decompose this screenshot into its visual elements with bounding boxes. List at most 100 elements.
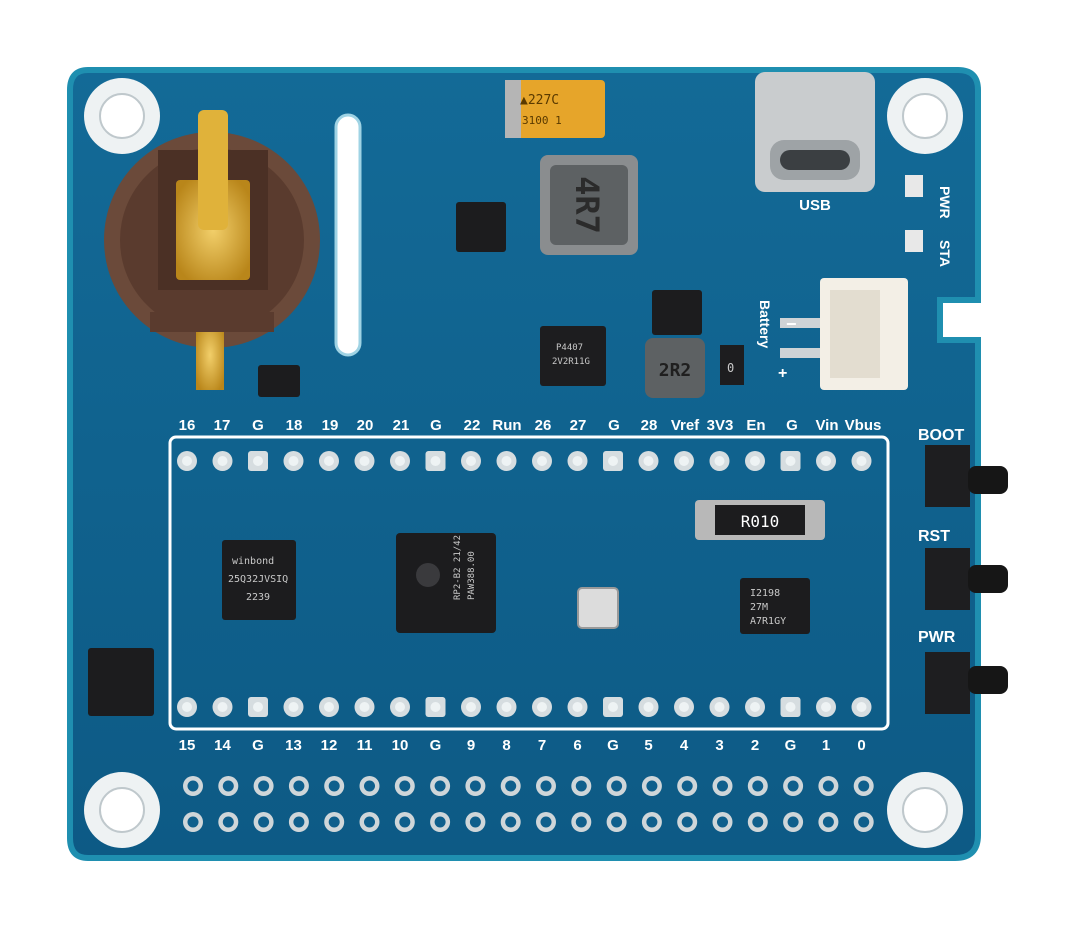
bottom-pad-6 — [390, 697, 410, 717]
mounting-hole-tl — [84, 78, 160, 154]
top-pad-1 — [212, 451, 233, 471]
top-pad-12 — [603, 451, 623, 471]
rp2040-chip: RP2-B2 21/42 PAW388.00 — [396, 533, 496, 633]
boot-button[interactable] — [925, 445, 1008, 507]
sta-led — [905, 230, 923, 252]
battery-minus-label: − — [786, 314, 797, 334]
bottom-pin-label-11: 6 — [573, 737, 581, 754]
top-pin-label-8: 22 — [464, 417, 481, 434]
small-ic-left — [258, 365, 300, 397]
bottom-pad-19 — [851, 697, 872, 717]
rst-button[interactable] — [925, 548, 1008, 610]
gpio-pad-0-17 — [783, 776, 804, 796]
top-pin-label-5: 20 — [357, 417, 374, 434]
top-pin-label-12: G — [608, 417, 620, 434]
soic-chip-left — [88, 648, 154, 716]
gpio-pad-0-19 — [853, 776, 874, 796]
gpio-pad-1-18 — [818, 812, 839, 832]
usb-c-connector[interactable] — [755, 72, 875, 192]
gpio-pad-0-18 — [818, 776, 839, 796]
top-pin-label-9: Run — [492, 417, 521, 434]
svg-text:winbond: winbond — [232, 556, 274, 567]
regulator-chip: P4407 2V2R11G — [540, 326, 606, 386]
svg-text:PAW388.00: PAW388.00 — [467, 551, 477, 600]
bottom-pin-label-4: 12 — [321, 737, 338, 754]
battery-resistor — [720, 345, 744, 385]
gpio-pad-1-13 — [641, 812, 662, 832]
top-pad-11 — [567, 451, 588, 471]
top-pad-3 — [283, 451, 304, 471]
gpio-pad-0-16 — [747, 776, 768, 796]
svg-text:▲227C: ▲227C — [520, 93, 559, 108]
top-pin-label-17: G — [786, 417, 798, 434]
gpio-pad-1-2 — [253, 812, 274, 832]
top-pin-label-16: En — [746, 417, 765, 434]
tantalum-capacitor: ▲227C 3100 1 — [505, 80, 605, 138]
bottom-pin-label-15: 3 — [715, 737, 723, 754]
bottom-pin-label-0: 15 — [179, 737, 196, 754]
bottom-pin-label-2: G — [252, 737, 264, 754]
pwr-button-label: PWR — [918, 629, 956, 646]
gpio-pad-1-1 — [218, 812, 239, 832]
top-pad-4 — [319, 451, 339, 471]
gpio-pad-0-13 — [641, 776, 662, 796]
bottom-pin-label-13: 5 — [644, 737, 652, 754]
mounting-hole-br — [887, 772, 963, 848]
top-pad-14 — [674, 451, 694, 471]
mosfet-chip — [652, 290, 702, 335]
top-pad-0 — [177, 451, 197, 471]
gpio-pad-1-17 — [783, 812, 804, 832]
pwr-led-label: PWR — [937, 186, 953, 219]
bottom-pad-4 — [319, 697, 339, 717]
bottom-pin-label-17: G — [785, 737, 797, 754]
bottom-pad-5 — [354, 697, 375, 717]
top-pin-label-11: 27 — [570, 417, 587, 434]
gpio-pad-0-4 — [324, 776, 345, 796]
top-pin-label-15: 3V3 — [707, 417, 734, 434]
gpio-pad-1-5 — [359, 812, 380, 832]
top-pin-label-14: Vref — [671, 417, 700, 434]
top-pad-5 — [354, 451, 375, 471]
top-pad-7 — [425, 451, 446, 471]
battery-connector[interactable] — [780, 278, 908, 390]
top-pin-label-18: Vin — [815, 417, 838, 434]
bottom-pin-label-1: 14 — [214, 737, 231, 754]
gpio-pad-0-5 — [359, 776, 380, 796]
gpio-pad-0-11 — [571, 776, 592, 796]
battery-label: Battery — [757, 300, 773, 348]
small-ic-top — [456, 202, 506, 252]
gpio-pad-1-15 — [712, 812, 733, 832]
top-pad-10 — [532, 451, 552, 471]
top-pin-label-13: 28 — [641, 417, 658, 434]
gpio-pad-0-9 — [500, 776, 521, 796]
gpio-pad-1-8 — [465, 812, 486, 832]
bottom-pin-label-12: G — [607, 737, 619, 754]
top-header-pads — [177, 451, 872, 471]
gpio-pad-1-4 — [324, 812, 345, 832]
gpio-pad-0-6 — [394, 776, 415, 796]
coin-cell-holder — [104, 110, 320, 390]
gpio-pad-1-16 — [747, 812, 768, 832]
bottom-pad-0 — [177, 697, 197, 717]
board-slot — [334, 113, 362, 357]
gpio-pad-1-11 — [571, 812, 592, 832]
bottom-pad-13 — [638, 697, 659, 717]
top-pin-label-2: G — [252, 417, 264, 434]
gpio-pad-0-3 — [288, 776, 309, 796]
mounting-hole-tr — [887, 78, 963, 154]
pwr-led — [905, 175, 923, 197]
svg-text:2V2R11G: 2V2R11G — [552, 357, 590, 367]
gpio-pad-0-10 — [536, 776, 556, 796]
bottom-pad-8 — [461, 697, 481, 717]
gpio-pad-1-14 — [677, 812, 698, 832]
bottom-pin-label-19: 0 — [857, 737, 865, 754]
top-pad-13 — [638, 451, 659, 471]
bottom-pad-9 — [496, 697, 517, 717]
usb-label: USB — [799, 197, 831, 214]
gpio-pad-1-6 — [394, 812, 415, 832]
top-pad-6 — [390, 451, 410, 471]
bottom-pad-7 — [425, 697, 446, 717]
pwr-button[interactable] — [925, 652, 1008, 714]
bottom-pad-17 — [780, 697, 801, 717]
top-pad-15 — [709, 451, 730, 471]
